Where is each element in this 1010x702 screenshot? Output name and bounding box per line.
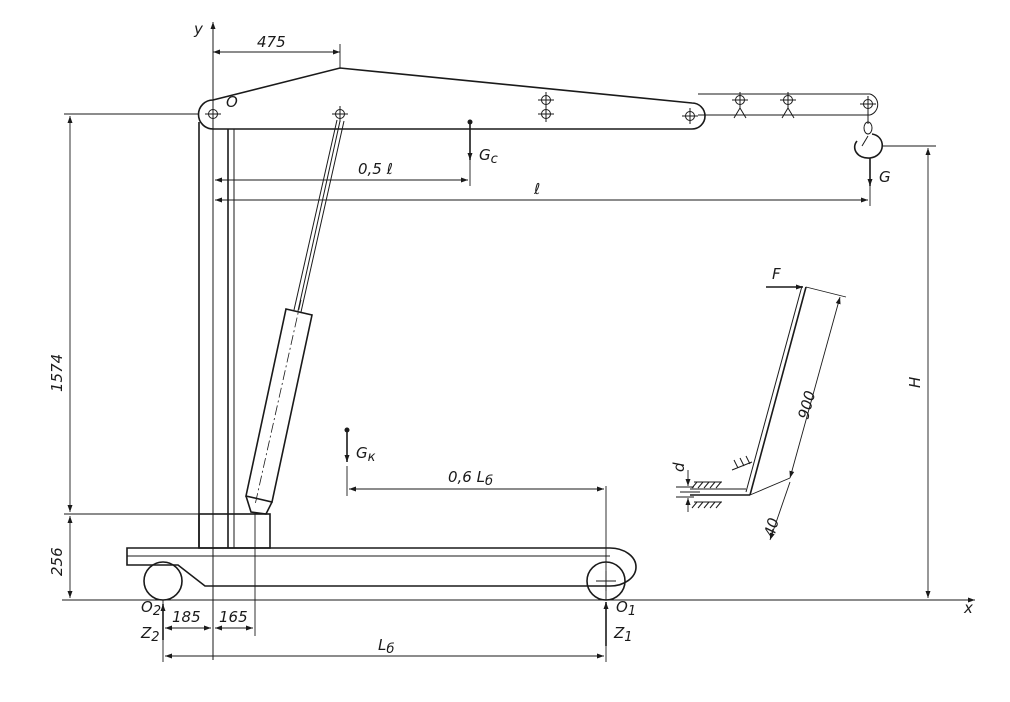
- dim-185-label: 185: [172, 608, 201, 626]
- lever-dim-900-line: [789, 296, 841, 479]
- lever-dim-ext: [749, 477, 791, 496]
- pump-lever-detail: d 900 40 F: [670, 265, 847, 541]
- force-dot: [467, 119, 473, 125]
- rear-wheel: [143, 561, 183, 601]
- pump-force-label: F: [772, 265, 781, 283]
- cylinder-axis: [254, 299, 302, 506]
- dim-boom-label: ℓ: [533, 180, 540, 198]
- piston-rod: [300, 120, 345, 313]
- cylinder-body: [245, 308, 313, 503]
- rear-reaction-label: Z2: [140, 624, 160, 645]
- front-reaction-label: Z1: [613, 624, 633, 645]
- pivot-label: O: [226, 93, 238, 111]
- dim-base-length-label: Lб: [378, 636, 394, 657]
- point-labels: O O2 O1: [141, 93, 636, 619]
- forces: Gc G Gк Z1 Z2: [140, 119, 891, 646]
- base-weight-label: Gк: [356, 444, 376, 465]
- dim-256-label: 256: [48, 547, 66, 576]
- lever-dim-900-label: 900: [794, 389, 819, 421]
- pin-diameter-label: d: [670, 462, 688, 472]
- hook-body: [853, 133, 884, 159]
- boom-weight-label: Gc: [479, 146, 498, 167]
- base-outline: [126, 547, 637, 587]
- lever-bar-inner: [745, 285, 803, 493]
- load-label: G: [879, 168, 891, 186]
- rear-wheel-label: O2: [141, 598, 161, 619]
- dim-475-label: 475: [257, 33, 286, 51]
- dim-half-boom-label: 0,5 ℓ: [358, 160, 393, 178]
- y-axis-label: y: [193, 20, 204, 38]
- lever-dim-ext: [805, 286, 847, 298]
- dim-h-label: H: [906, 377, 924, 388]
- column-mount: [198, 513, 271, 549]
- base: [126, 513, 637, 601]
- hook-eye: [863, 121, 873, 135]
- piston-rod: [293, 119, 338, 311]
- pin-crosshairs: [205, 92, 876, 124]
- x-axis-label: x: [963, 599, 973, 617]
- lever-support-hatch: [731, 455, 753, 471]
- column: [198, 122, 235, 548]
- lever-dim-40-label: 40: [760, 516, 782, 539]
- dimensions: 475 1574 256 0,5 ℓ ℓ H 0,6 Lб 185 165: [48, 33, 936, 662]
- boom-outline: [197, 67, 706, 130]
- lever-bar: [749, 286, 807, 496]
- dim-1574-label: 1574: [48, 354, 66, 392]
- front-wheel-label: O1: [616, 598, 636, 619]
- hook: [853, 109, 884, 159]
- cylinder-base: [245, 495, 273, 515]
- lever-dim-40-line: [769, 481, 791, 541]
- dim-165-label: 165: [219, 608, 248, 626]
- force-dot: [344, 427, 350, 433]
- extension-pin-marks: [733, 107, 795, 119]
- piston-rod-inner: [297, 120, 341, 312]
- support-hatch: [691, 481, 722, 509]
- hook-latch: [861, 135, 869, 147]
- hydraulic-cylinder: [245, 119, 345, 515]
- boom: [197, 67, 879, 130]
- boom-extension-end: [869, 93, 879, 116]
- dim-base-center-label: 0,6 Lб: [448, 468, 493, 489]
